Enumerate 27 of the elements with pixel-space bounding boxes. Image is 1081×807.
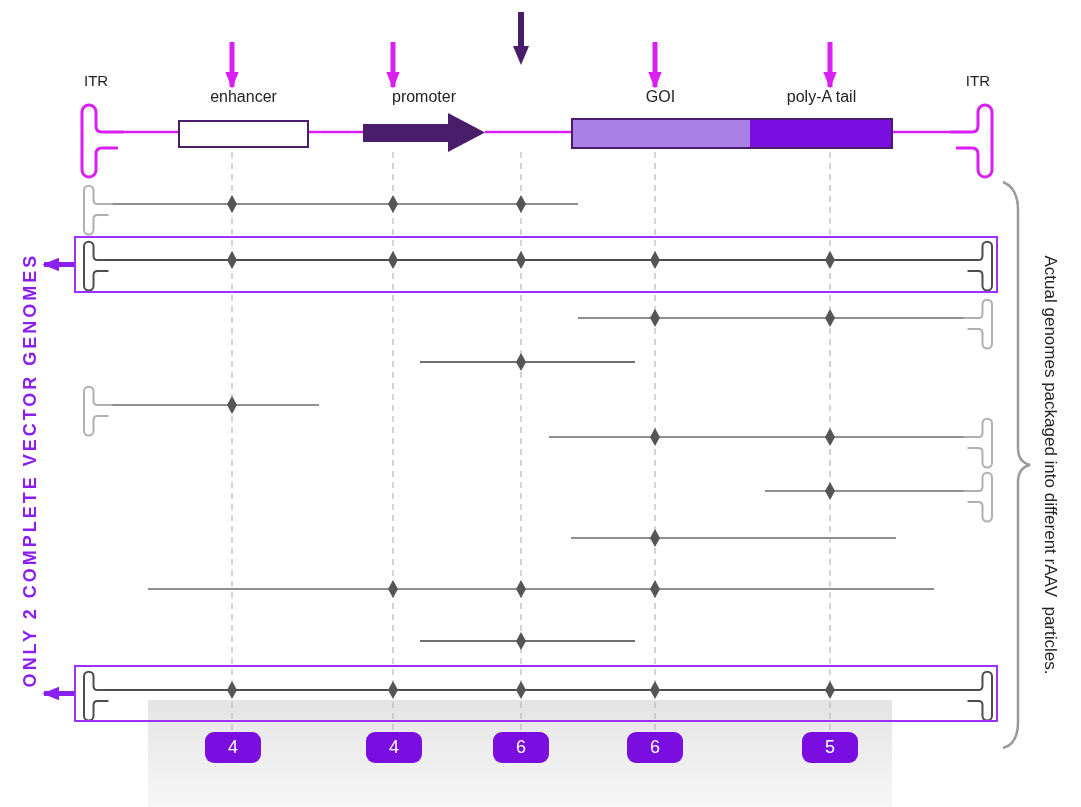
element-label: GOI bbox=[644, 88, 677, 106]
element-label: ITR bbox=[965, 72, 990, 89]
count-badge: 6 bbox=[493, 732, 549, 763]
arrow bbox=[225, 42, 239, 89]
gene-element bbox=[750, 88, 893, 150]
arrow bbox=[42, 686, 74, 701]
gene-element bbox=[178, 88, 309, 150]
count-badge: 5 bbox=[802, 732, 858, 763]
vertical-title: ONLY 2 COMPLETE VECTOR GENOMES bbox=[17, 200, 43, 740]
gene-element bbox=[363, 88, 485, 154]
element-label: poly-A tail bbox=[785, 88, 858, 106]
element-label: promoter bbox=[391, 88, 457, 106]
arrow bbox=[42, 257, 74, 272]
dna-backbone-line bbox=[309, 130, 363, 134]
brace-caption: Actual genomes packaged into different rAAV particles. bbox=[1040, 254, 1061, 677]
arrow bbox=[648, 42, 662, 89]
arrow bbox=[386, 42, 400, 89]
dna-backbone-line bbox=[893, 130, 950, 134]
count-badge: 4 bbox=[205, 732, 261, 763]
element-label: enhancer bbox=[209, 88, 278, 106]
dna-backbone-line bbox=[485, 130, 571, 134]
dna-backbone-line bbox=[124, 130, 178, 134]
gene-element bbox=[571, 88, 750, 150]
element-label: ITR bbox=[84, 72, 109, 89]
arrow bbox=[823, 42, 837, 89]
count-badge: 4 bbox=[366, 732, 422, 763]
count-badge: 6 bbox=[627, 732, 683, 763]
